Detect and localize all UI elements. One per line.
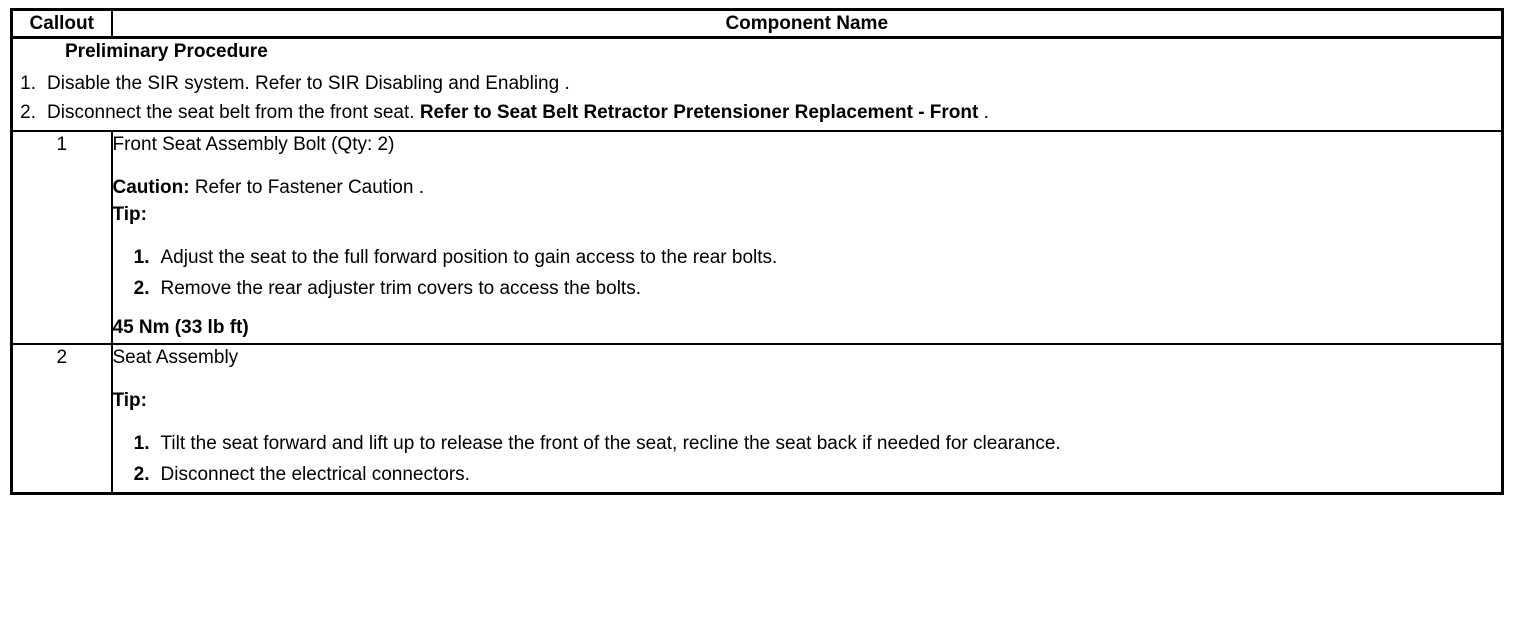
header-row: Callout Component Name bbox=[11, 9, 1503, 40]
caution-line: Caution: Refer to Fastener Caution . bbox=[113, 175, 1502, 200]
list-item: 1. Tilt the seat forward and lift up to … bbox=[113, 431, 1502, 456]
component-name-text: Front Seat Assembly Bolt (Qty: 2) bbox=[112, 133, 395, 155]
preliminary-procedure-row: Preliminary Procedure 1. Disable the SIR… bbox=[11, 37, 1503, 132]
tip-step-list: 1. Adjust the seat to the full forward p… bbox=[113, 245, 1502, 301]
preliminary-step-list: 1. Disable the SIR system. Refer to SIR … bbox=[13, 71, 1501, 126]
tip-label: Tip: bbox=[112, 203, 147, 225]
list-item: 2. Disconnect the electrical connectors. bbox=[113, 462, 1502, 487]
table-header: Callout Component Name bbox=[11, 9, 1503, 40]
torque-specification: 45 Nm (33 lb ft) bbox=[112, 317, 249, 339]
table-row: 2 Seat Assembly Tip: 1. Tilt the seat fo… bbox=[11, 343, 1503, 494]
step-text-lead: Disable the SIR system. Refer to SIR Dis… bbox=[47, 72, 570, 94]
step-text: Adjust the seat to the full forward posi… bbox=[160, 247, 778, 269]
caution-label: Caution: bbox=[112, 177, 190, 199]
component-detail-cell: Front Seat Assembly Bolt (Qty: 2) Cautio… bbox=[111, 130, 1503, 345]
callout-number: 1 bbox=[11, 130, 113, 345]
step-text: Tilt the seat forward and lift up to rel… bbox=[160, 433, 1061, 455]
column-header-component-name: Component Name bbox=[111, 9, 1503, 40]
table-row: 1 Front Seat Assembly Bolt (Qty: 2) Caut… bbox=[11, 130, 1503, 345]
step-text: Remove the rear adjuster trim covers to … bbox=[160, 277, 641, 299]
step-number: 1. bbox=[133, 247, 150, 269]
step-number: 2. bbox=[133, 277, 150, 299]
step-number: 1. bbox=[133, 433, 150, 455]
list-item: 1. Disable the SIR system. Refer to SIR … bbox=[13, 71, 1501, 96]
preliminary-procedure-heading: Preliminary Procedure bbox=[65, 41, 268, 63]
service-procedure-table: Callout Component Name Preliminary Proce… bbox=[10, 8, 1504, 496]
list-item: 1. Adjust the seat to the full forward p… bbox=[113, 245, 1502, 270]
step-reference-link[interactable]: Refer to Seat Belt Retractor Pretensione… bbox=[419, 102, 979, 124]
table-body: Preliminary Procedure 1. Disable the SIR… bbox=[11, 37, 1503, 494]
list-item: 2. Remove the rear adjuster trim covers … bbox=[113, 276, 1502, 301]
step-text: Disconnect the seat belt from the front … bbox=[47, 100, 1501, 125]
tip-step-list: 1. Tilt the seat forward and lift up to … bbox=[113, 431, 1502, 487]
step-number: 2. bbox=[133, 463, 150, 485]
step-text: Disable the SIR system. Refer to SIR Dis… bbox=[47, 71, 1501, 96]
preliminary-procedure-cell: Preliminary Procedure 1. Disable the SIR… bbox=[11, 37, 1503, 132]
step-number: 2. bbox=[20, 102, 36, 124]
step-text: Disconnect the electrical connectors. bbox=[160, 463, 470, 485]
step-number: 1. bbox=[20, 72, 36, 94]
component-name-text: Seat Assembly bbox=[112, 346, 239, 368]
column-header-callout: Callout bbox=[11, 9, 113, 40]
step-text-lead: Disconnect the seat belt from the front … bbox=[47, 102, 420, 124]
callout-number: 2 bbox=[11, 343, 113, 494]
caution-reference[interactable]: Refer to Fastener Caution . bbox=[189, 177, 424, 199]
tip-label: Tip: bbox=[112, 389, 147, 411]
list-item: 2. Disconnect the seat belt from the fro… bbox=[13, 100, 1501, 125]
component-detail-cell: Seat Assembly Tip: 1. Tilt the seat forw… bbox=[112, 344, 1503, 494]
step-text-trail: . bbox=[978, 102, 989, 124]
